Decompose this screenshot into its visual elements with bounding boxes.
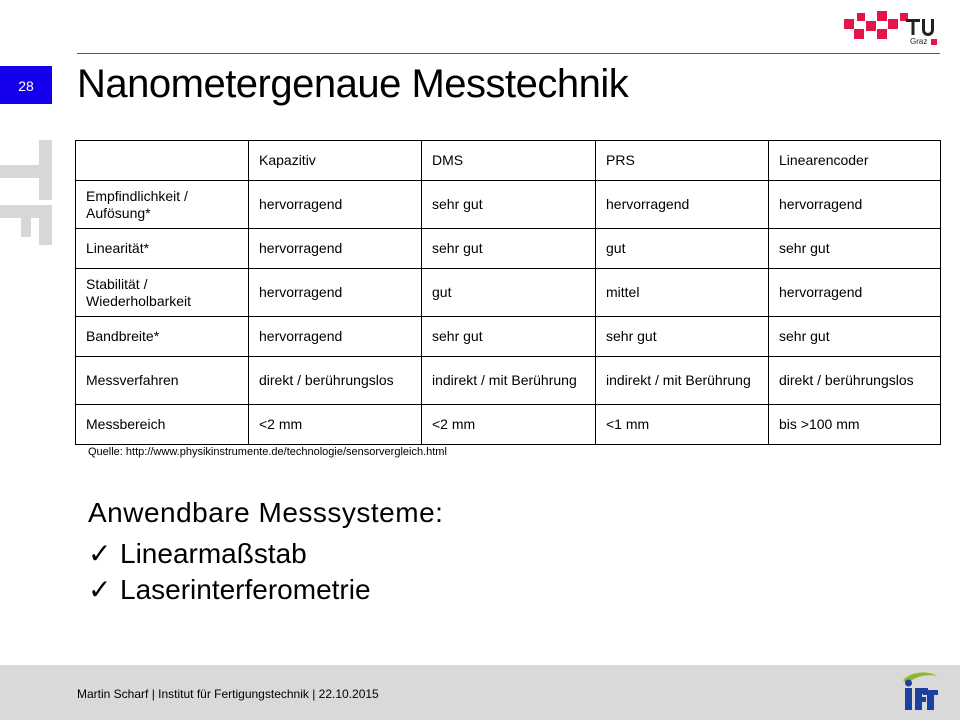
table-cell: <2 mm bbox=[421, 404, 596, 445]
top-divider bbox=[77, 53, 940, 54]
table-header-row: Kapazitiv DMS PRS Linearencoder bbox=[75, 140, 941, 181]
table-cell: hervorragend bbox=[595, 180, 769, 229]
table-header-cell: PRS bbox=[595, 140, 769, 181]
footer-text: Martin Scharf | Institut für Fertigungst… bbox=[77, 687, 379, 701]
tu-graz-logo-icon: Graz bbox=[844, 11, 937, 46]
table-row: Linearität* hervorragend sehr gut gut se… bbox=[75, 228, 941, 269]
table-cell: Empfindlichkeit / Aufösung* bbox=[75, 180, 249, 229]
table-cell: hervorragend bbox=[248, 180, 422, 229]
table-cell: sehr gut bbox=[595, 316, 769, 357]
table-cell: gut bbox=[421, 268, 596, 317]
table-source-note: Quelle: http://www.physikinstrumente.de/… bbox=[88, 446, 447, 458]
footer-bar bbox=[0, 665, 960, 720]
table-cell: direkt / berührungslos bbox=[768, 356, 941, 405]
table-cell: hervorragend bbox=[768, 180, 941, 229]
table-cell: hervorragend bbox=[248, 268, 422, 317]
table-cell: indirekt / mit Berührung bbox=[595, 356, 769, 405]
slide-title: Nanometergenaue Messtechnik bbox=[77, 62, 629, 106]
systems-list-item: ✓ Laserinterferometrie bbox=[88, 573, 371, 606]
svg-text:Graz: Graz bbox=[910, 37, 927, 46]
table-cell: hervorragend bbox=[248, 316, 422, 357]
table-row: Messverfahren direkt / berührungslos ind… bbox=[75, 356, 941, 405]
table-row: Bandbreite* hervorragend sehr gut sehr g… bbox=[75, 316, 941, 357]
table-header-cell: Linearencoder bbox=[768, 140, 941, 181]
table-cell: Linearität* bbox=[75, 228, 249, 269]
table-row: Empfindlichkeit / Aufösung* hervorragend… bbox=[75, 180, 941, 229]
table-cell: hervorragend bbox=[248, 228, 422, 269]
checkmark-icon: ✓ bbox=[88, 574, 112, 605]
checkmark-icon: ✓ bbox=[88, 538, 112, 569]
table-cell: sehr gut bbox=[421, 228, 596, 269]
table-cell: sehr gut bbox=[421, 316, 596, 357]
table-cell: Messbereich bbox=[75, 404, 249, 445]
ift-watermark bbox=[0, 50, 54, 250]
table-cell: hervorragend bbox=[768, 268, 941, 317]
table-header-cell: DMS bbox=[421, 140, 596, 181]
table-cell: sehr gut bbox=[421, 180, 596, 229]
table-cell: indirekt / mit Berührung bbox=[421, 356, 596, 405]
slide-number-box bbox=[0, 66, 52, 104]
slide-number: 28 bbox=[18, 78, 34, 94]
table-header-cell bbox=[75, 140, 249, 181]
systems-list-item: ✓ Linearmaßstab bbox=[88, 537, 307, 570]
table-row: Stabilität / Wiederholbarkeit hervorrage… bbox=[75, 268, 941, 317]
systems-list-item-label: Linearmaßstab bbox=[120, 537, 307, 569]
systems-heading: Anwendbare Messsysteme: bbox=[88, 497, 444, 528]
table-row: Messbereich <2 mm <2 mm <1 mm bis >100 m… bbox=[75, 404, 941, 445]
table-cell: <2 mm bbox=[248, 404, 422, 445]
table-cell: Bandbreite* bbox=[75, 316, 249, 357]
table-cell: gut bbox=[595, 228, 769, 269]
table-cell: <1 mm bbox=[595, 404, 769, 445]
systems-list-item-label: Laserinterferometrie bbox=[120, 573, 371, 605]
sensor-comparison-table: Kapazitiv DMS PRS Linearencoder Empfindl… bbox=[75, 140, 941, 445]
table-cell: sehr gut bbox=[768, 316, 941, 357]
table-cell: Messverfahren bbox=[75, 356, 249, 405]
table-cell: bis >100 mm bbox=[768, 404, 941, 445]
table-cell: sehr gut bbox=[768, 228, 941, 269]
table-cell: direkt / berührungslos bbox=[248, 356, 422, 405]
table-cell: Stabilität / Wiederholbarkeit bbox=[75, 268, 249, 317]
table-cell: mittel bbox=[595, 268, 769, 317]
ift-logo-icon bbox=[903, 672, 938, 710]
table-header-cell: Kapazitiv bbox=[248, 140, 422, 181]
ift-watermark-icon bbox=[0, 140, 52, 245]
